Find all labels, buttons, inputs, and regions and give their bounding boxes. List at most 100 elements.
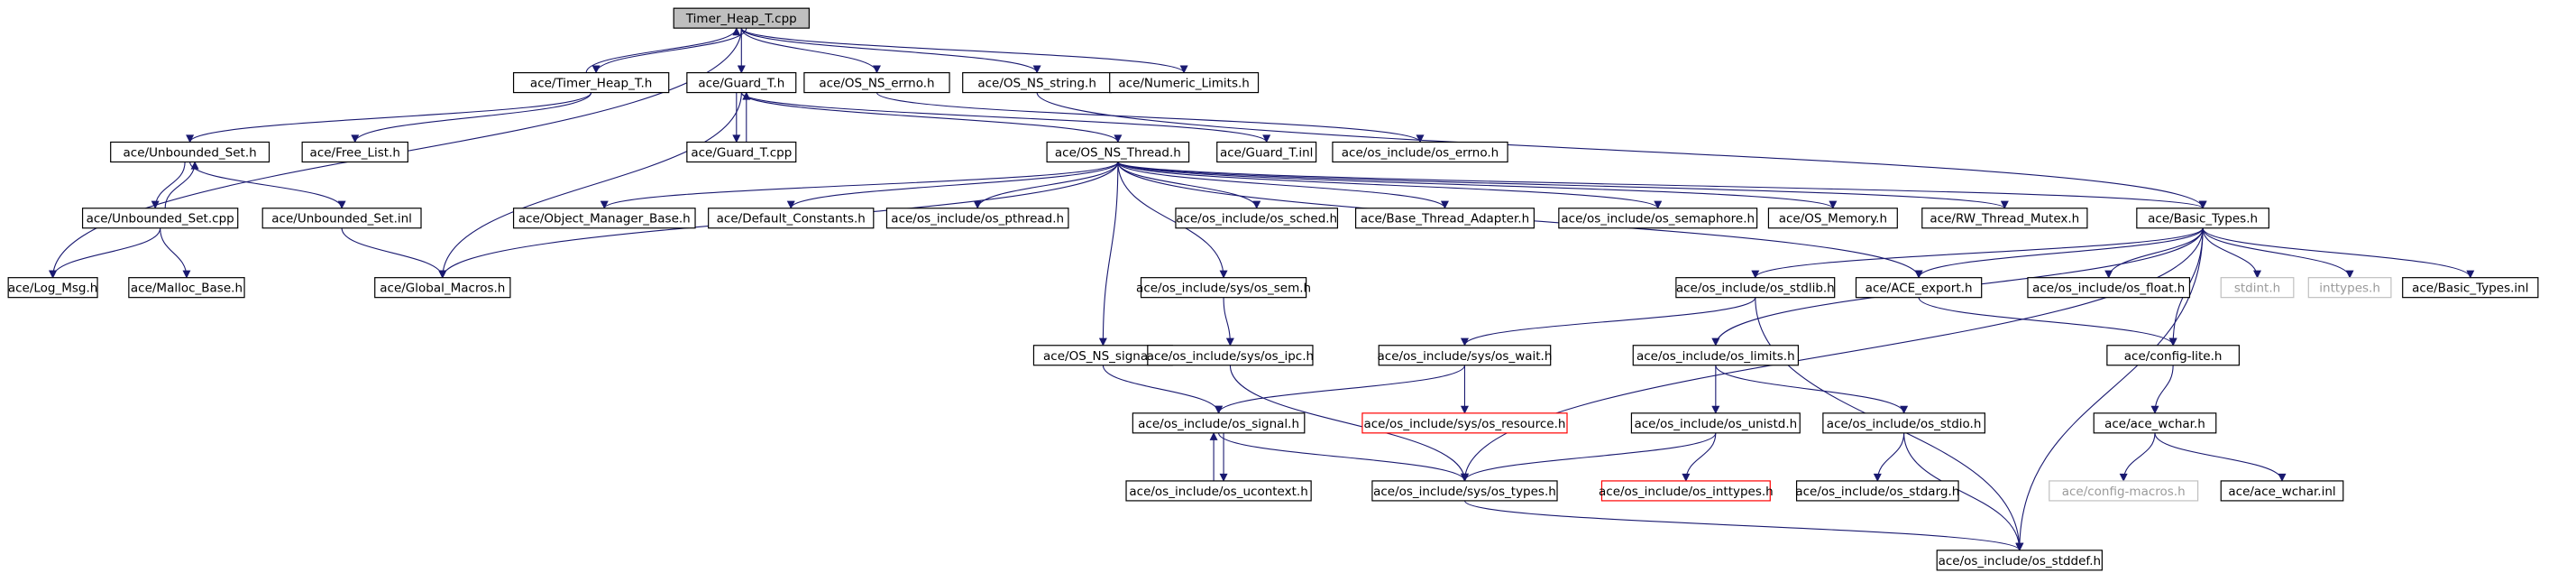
node-unbounded-set-h[interactable]: ace/Unbounded_Set.h — [110, 141, 270, 163]
node-box[interactable] — [1361, 412, 1568, 434]
node-inttypes[interactable]: inttypes.h — [2307, 277, 2392, 299]
node-ace-export[interactable]: ace/ACE_export.h — [1855, 277, 1983, 299]
node-os-types[interactable]: ace/os_include/sys/os_types.h — [1371, 480, 1558, 502]
node-os-stddef[interactable]: ace/os_include/os_stddef.h — [1936, 550, 2103, 571]
node-box[interactable] — [374, 277, 511, 299]
node-os-sched[interactable]: ace/os_include/os_sched.h — [1175, 208, 1339, 229]
node-box[interactable] — [2027, 277, 2191, 299]
node-box[interactable] — [803, 71, 950, 94]
node-box[interactable] — [1558, 208, 1758, 229]
node-os-errno[interactable]: ace/os_include/os_errno.h — [1332, 141, 1508, 163]
node-base-thread-adapter[interactable]: ace/Base_Thread_Adapter.h — [1354, 208, 1535, 229]
node-box[interactable] — [2220, 277, 2295, 299]
node-unbounded-set-cpp[interactable]: ace/Unbounded_Set.cpp — [81, 208, 239, 229]
node-free-list[interactable]: ace/Free_List.h — [301, 141, 408, 163]
node-box[interactable] — [1125, 480, 1312, 502]
node-os-ucontext[interactable]: ace/os_include/os_ucontext.h — [1125, 480, 1312, 502]
node-box[interactable] — [2106, 345, 2240, 366]
node-default-constants[interactable]: ace/Default_Constants.h — [708, 208, 875, 229]
node-box[interactable] — [2220, 480, 2344, 502]
node-box[interactable] — [686, 141, 797, 163]
node-box[interactable] — [512, 71, 670, 94]
node-os-stdio[interactable]: ace/os_include/os_stdio.h — [1822, 412, 1985, 434]
node-box[interactable] — [1132, 412, 1306, 434]
node-box[interactable] — [2136, 208, 2269, 229]
node-box[interactable] — [1175, 208, 1339, 229]
node-os-ipc[interactable]: ace/os_include/sys/os_ipc.h — [1147, 345, 1314, 366]
node-config-macros[interactable]: ace/config-macros.h — [2049, 480, 2199, 502]
node-os-stdarg[interactable]: ace/os_include/os_stdarg.h — [1795, 480, 1959, 502]
node-box[interactable] — [1046, 141, 1190, 163]
node-box[interactable] — [1795, 480, 1959, 502]
node-box[interactable] — [1630, 412, 1801, 434]
node-stdint[interactable]: stdint.h — [2220, 277, 2295, 299]
node-os-inttypes[interactable]: ace/os_include/os_inttypes.h — [1599, 480, 1774, 502]
node-box[interactable] — [1354, 208, 1535, 229]
edge-os-ns-thread-to-object-manager-base — [600, 162, 1119, 209]
node-guard-inl[interactable]: ace/Guard_T.inl — [1216, 141, 1317, 163]
node-box[interactable] — [708, 208, 875, 229]
node-numeric-limits[interactable]: ace/Numeric_Limits.h — [1109, 71, 1260, 94]
node-guard-cpp[interactable]: ace/Guard_T.cpp — [686, 141, 797, 163]
node-box[interactable] — [7, 277, 98, 299]
edge-ace-export-to-config-lite — [1918, 297, 2177, 347]
node-box[interactable] — [2093, 412, 2217, 434]
node-box[interactable] — [1936, 550, 2103, 571]
node-box[interactable] — [512, 208, 696, 229]
node-os-limits[interactable]: ace/os_include/os_limits.h — [1632, 345, 1800, 366]
node-basic-types-h[interactable]: ace/Basic_Types.h — [2136, 208, 2269, 229]
node-os-memory[interactable]: ace/OS_Memory.h — [1767, 208, 1898, 229]
node-os-wait[interactable]: ace/os_include/sys/os_wait.h — [1378, 345, 1553, 366]
node-unbounded-set-inl[interactable]: ace/Unbounded_Set.inl — [261, 208, 422, 229]
node-box[interactable] — [301, 141, 408, 163]
node-box[interactable] — [1109, 71, 1260, 94]
node-box[interactable] — [885, 208, 1069, 229]
node-box[interactable] — [1378, 345, 1552, 366]
node-box[interactable] — [1147, 345, 1314, 366]
node-box[interactable] — [2049, 480, 2199, 502]
node-os-ns-errno[interactable]: ace/OS_NS_errno.h — [803, 71, 950, 94]
node-box[interactable] — [261, 208, 422, 229]
node-box[interactable] — [1921, 208, 2088, 229]
node-box[interactable] — [1675, 277, 1836, 299]
node-timer-heap-cpp[interactable]: Timer_Heap_T.cpp — [673, 7, 810, 29]
node-os-ns-signal[interactable]: ace/OS_NS_signal.h — [1032, 345, 1173, 366]
node-box[interactable] — [128, 277, 245, 299]
node-box[interactable] — [1140, 277, 1307, 299]
node-timer-heap-h[interactable]: ace/Timer_Heap_T.h — [512, 71, 670, 94]
node-box[interactable] — [1855, 277, 1983, 299]
node-os-float[interactable]: ace/os_include/os_float.h — [2027, 277, 2191, 299]
node-config-lite[interactable]: ace/config-lite.h — [2106, 345, 2240, 366]
node-box[interactable] — [110, 141, 270, 163]
node-box[interactable] — [81, 208, 239, 229]
node-box[interactable] — [2307, 277, 2392, 299]
node-ace-wchar-h[interactable]: ace/ace_wchar.h — [2093, 412, 2217, 434]
node-box[interactable] — [1822, 412, 1985, 434]
node-rw-thread-mutex[interactable]: ace/RW_Thread_Mutex.h — [1921, 208, 2088, 229]
node-log-msg[interactable]: ace/Log_Msg.h — [7, 277, 98, 299]
node-os-signal[interactable]: ace/os_include/os_signal.h — [1132, 412, 1306, 434]
node-box[interactable] — [1371, 480, 1558, 502]
node-os-unistd[interactable]: ace/os_include/os_unistd.h — [1630, 412, 1801, 434]
node-box[interactable] — [1332, 141, 1508, 163]
node-os-resource[interactable]: ace/os_include/sys/os_resource.h — [1361, 412, 1568, 434]
node-malloc-base[interactable]: ace/Malloc_Base.h — [128, 277, 245, 299]
node-os-semaphore[interactable]: ace/os_include/os_semaphore.h — [1558, 208, 1758, 229]
node-box[interactable] — [1600, 480, 1771, 502]
node-os-stdlib[interactable]: ace/os_include/os_stdlib.h — [1675, 277, 1836, 299]
node-box[interactable] — [673, 7, 810, 29]
node-box[interactable] — [1216, 141, 1317, 163]
node-box[interactable] — [1632, 345, 1800, 366]
node-global-macros[interactable]: ace/Global_Macros.h — [374, 277, 511, 299]
node-os-pthread[interactable]: ace/os_include/os_pthread.h — [885, 208, 1069, 229]
node-os-ns-string[interactable]: ace/OS_NS_string.h — [962, 71, 1113, 94]
node-guard-h[interactable]: ace/Guard_T.h — [686, 71, 797, 94]
node-box[interactable] — [686, 71, 797, 94]
node-os-ns-thread[interactable]: ace/OS_NS_Thread.h — [1046, 141, 1190, 163]
node-basic-types-inl[interactable]: ace/Basic_Types.inl — [2402, 277, 2539, 299]
node-box[interactable] — [1767, 208, 1898, 229]
node-os-sem[interactable]: ace/os_include/sys/os_sem.h — [1136, 277, 1311, 299]
node-object-manager-base[interactable]: ace/Object_Manager_Base.h — [512, 208, 696, 229]
node-ace-wchar-inl[interactable]: ace/ace_wchar.inl — [2220, 480, 2344, 502]
node-box[interactable] — [2402, 277, 2539, 299]
